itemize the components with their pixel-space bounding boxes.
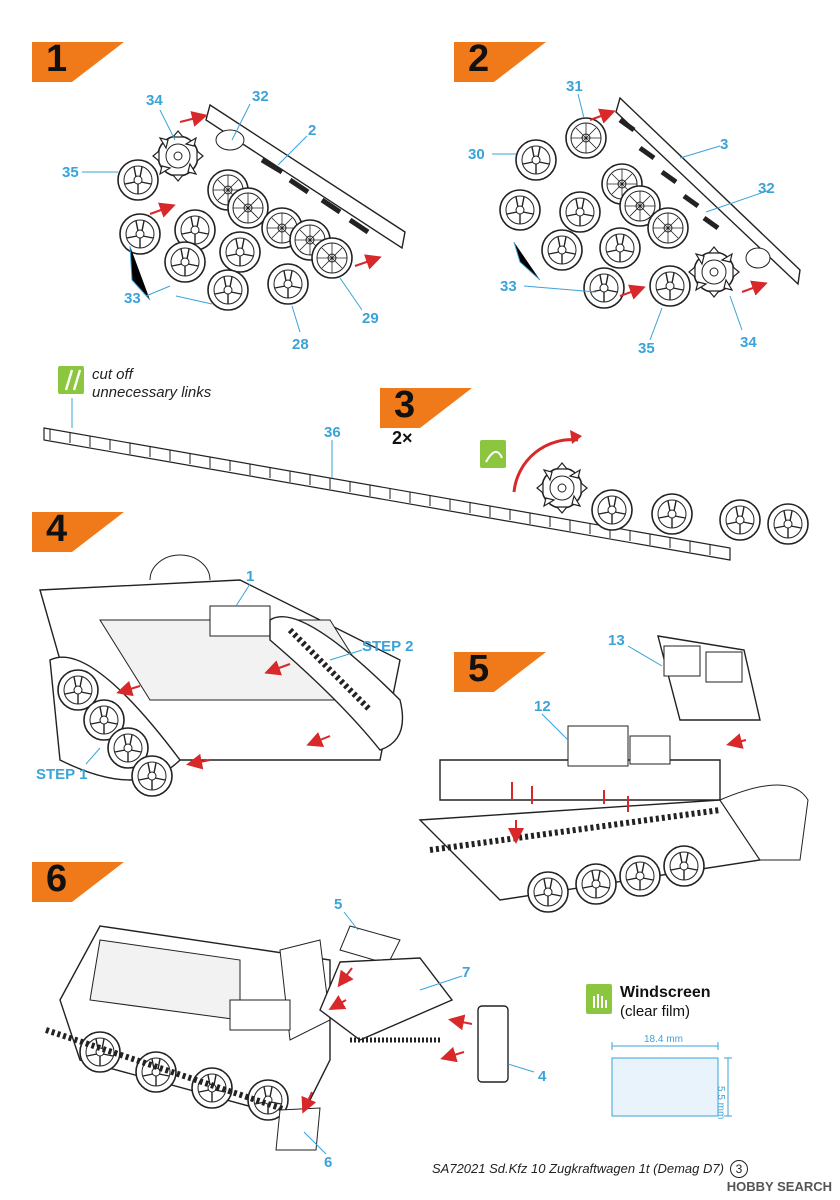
step-5-drawing xyxy=(418,635,809,913)
callout-2: 2 xyxy=(308,122,317,139)
step-3-multiplier: 2× xyxy=(392,428,413,448)
step-1-badge: 1 xyxy=(32,38,124,82)
callout-36: 36 xyxy=(324,424,341,441)
step-number: 1 xyxy=(46,38,68,80)
step-number: 5 xyxy=(468,648,490,690)
step-2-drawing xyxy=(492,93,801,341)
step-2-label: STEP 2 xyxy=(362,638,414,655)
page-number: 3 xyxy=(729,1160,748,1178)
windscreen-subtitle: (clear film) xyxy=(620,1003,690,1020)
callout-13: 13 xyxy=(608,632,625,649)
callout-3: 3 xyxy=(720,136,729,153)
callout-7: 7 xyxy=(462,964,471,981)
callout-35b: 35 xyxy=(638,340,655,357)
note-line-2: unnecessary links xyxy=(92,384,212,401)
note-line-1: cut off xyxy=(92,366,133,383)
step-6-badge: 6 xyxy=(32,858,124,902)
callout-34b: 34 xyxy=(740,334,757,351)
cut-off-note: cut off unnecessary links xyxy=(92,366,211,402)
width-dimension: 18.4 mm xyxy=(644,1034,683,1045)
track-link-strip xyxy=(43,398,809,561)
windscreen-title: Windscreen xyxy=(620,984,711,1001)
callout-33b: 33 xyxy=(500,278,517,295)
callout-30: 30 xyxy=(468,146,485,163)
callout-1: 1 xyxy=(246,568,255,585)
height-dimension: 5.5 mm xyxy=(715,1086,726,1120)
cut-icon-bg xyxy=(58,366,84,394)
step-number: 2 xyxy=(468,38,490,80)
callout-5: 5 xyxy=(334,896,343,913)
step-5-badge: 5 xyxy=(454,648,546,692)
callout-31: 31 xyxy=(566,78,583,95)
callout-4: 4 xyxy=(538,1068,547,1085)
step-3-badge: 3 xyxy=(380,384,472,428)
step-number: 3 xyxy=(394,384,416,426)
callout-12: 12 xyxy=(534,698,551,715)
callout-35: 35 xyxy=(62,164,79,181)
callout-28: 28 xyxy=(292,336,309,353)
footer-text: SA72021 Sd.Kfz 10 Zugkraftwagen 1t (Dema… xyxy=(432,1161,724,1176)
step-6-drawing xyxy=(45,911,535,1155)
page-footer: SA72021 Sd.Kfz 10 Zugkraftwagen 1t (Dema… xyxy=(432,1160,748,1178)
step-number: 4 xyxy=(46,508,68,550)
callout-33: 33 xyxy=(124,290,141,307)
step-number: 6 xyxy=(46,858,68,900)
callout-32: 32 xyxy=(252,88,269,105)
step-2-badge: 2 xyxy=(454,38,546,82)
step-1-drawing xyxy=(82,103,406,333)
callout-34: 34 xyxy=(146,92,163,109)
step-4-drawing xyxy=(39,554,404,797)
callout-32b: 32 xyxy=(758,180,775,197)
watermark: HOBBY SEARCH xyxy=(726,1179,832,1194)
step-4-badge: 4 xyxy=(32,508,124,552)
step-1-label: STEP 1 xyxy=(36,766,88,783)
callout-29: 29 xyxy=(362,310,379,327)
callout-6: 6 xyxy=(324,1154,333,1171)
